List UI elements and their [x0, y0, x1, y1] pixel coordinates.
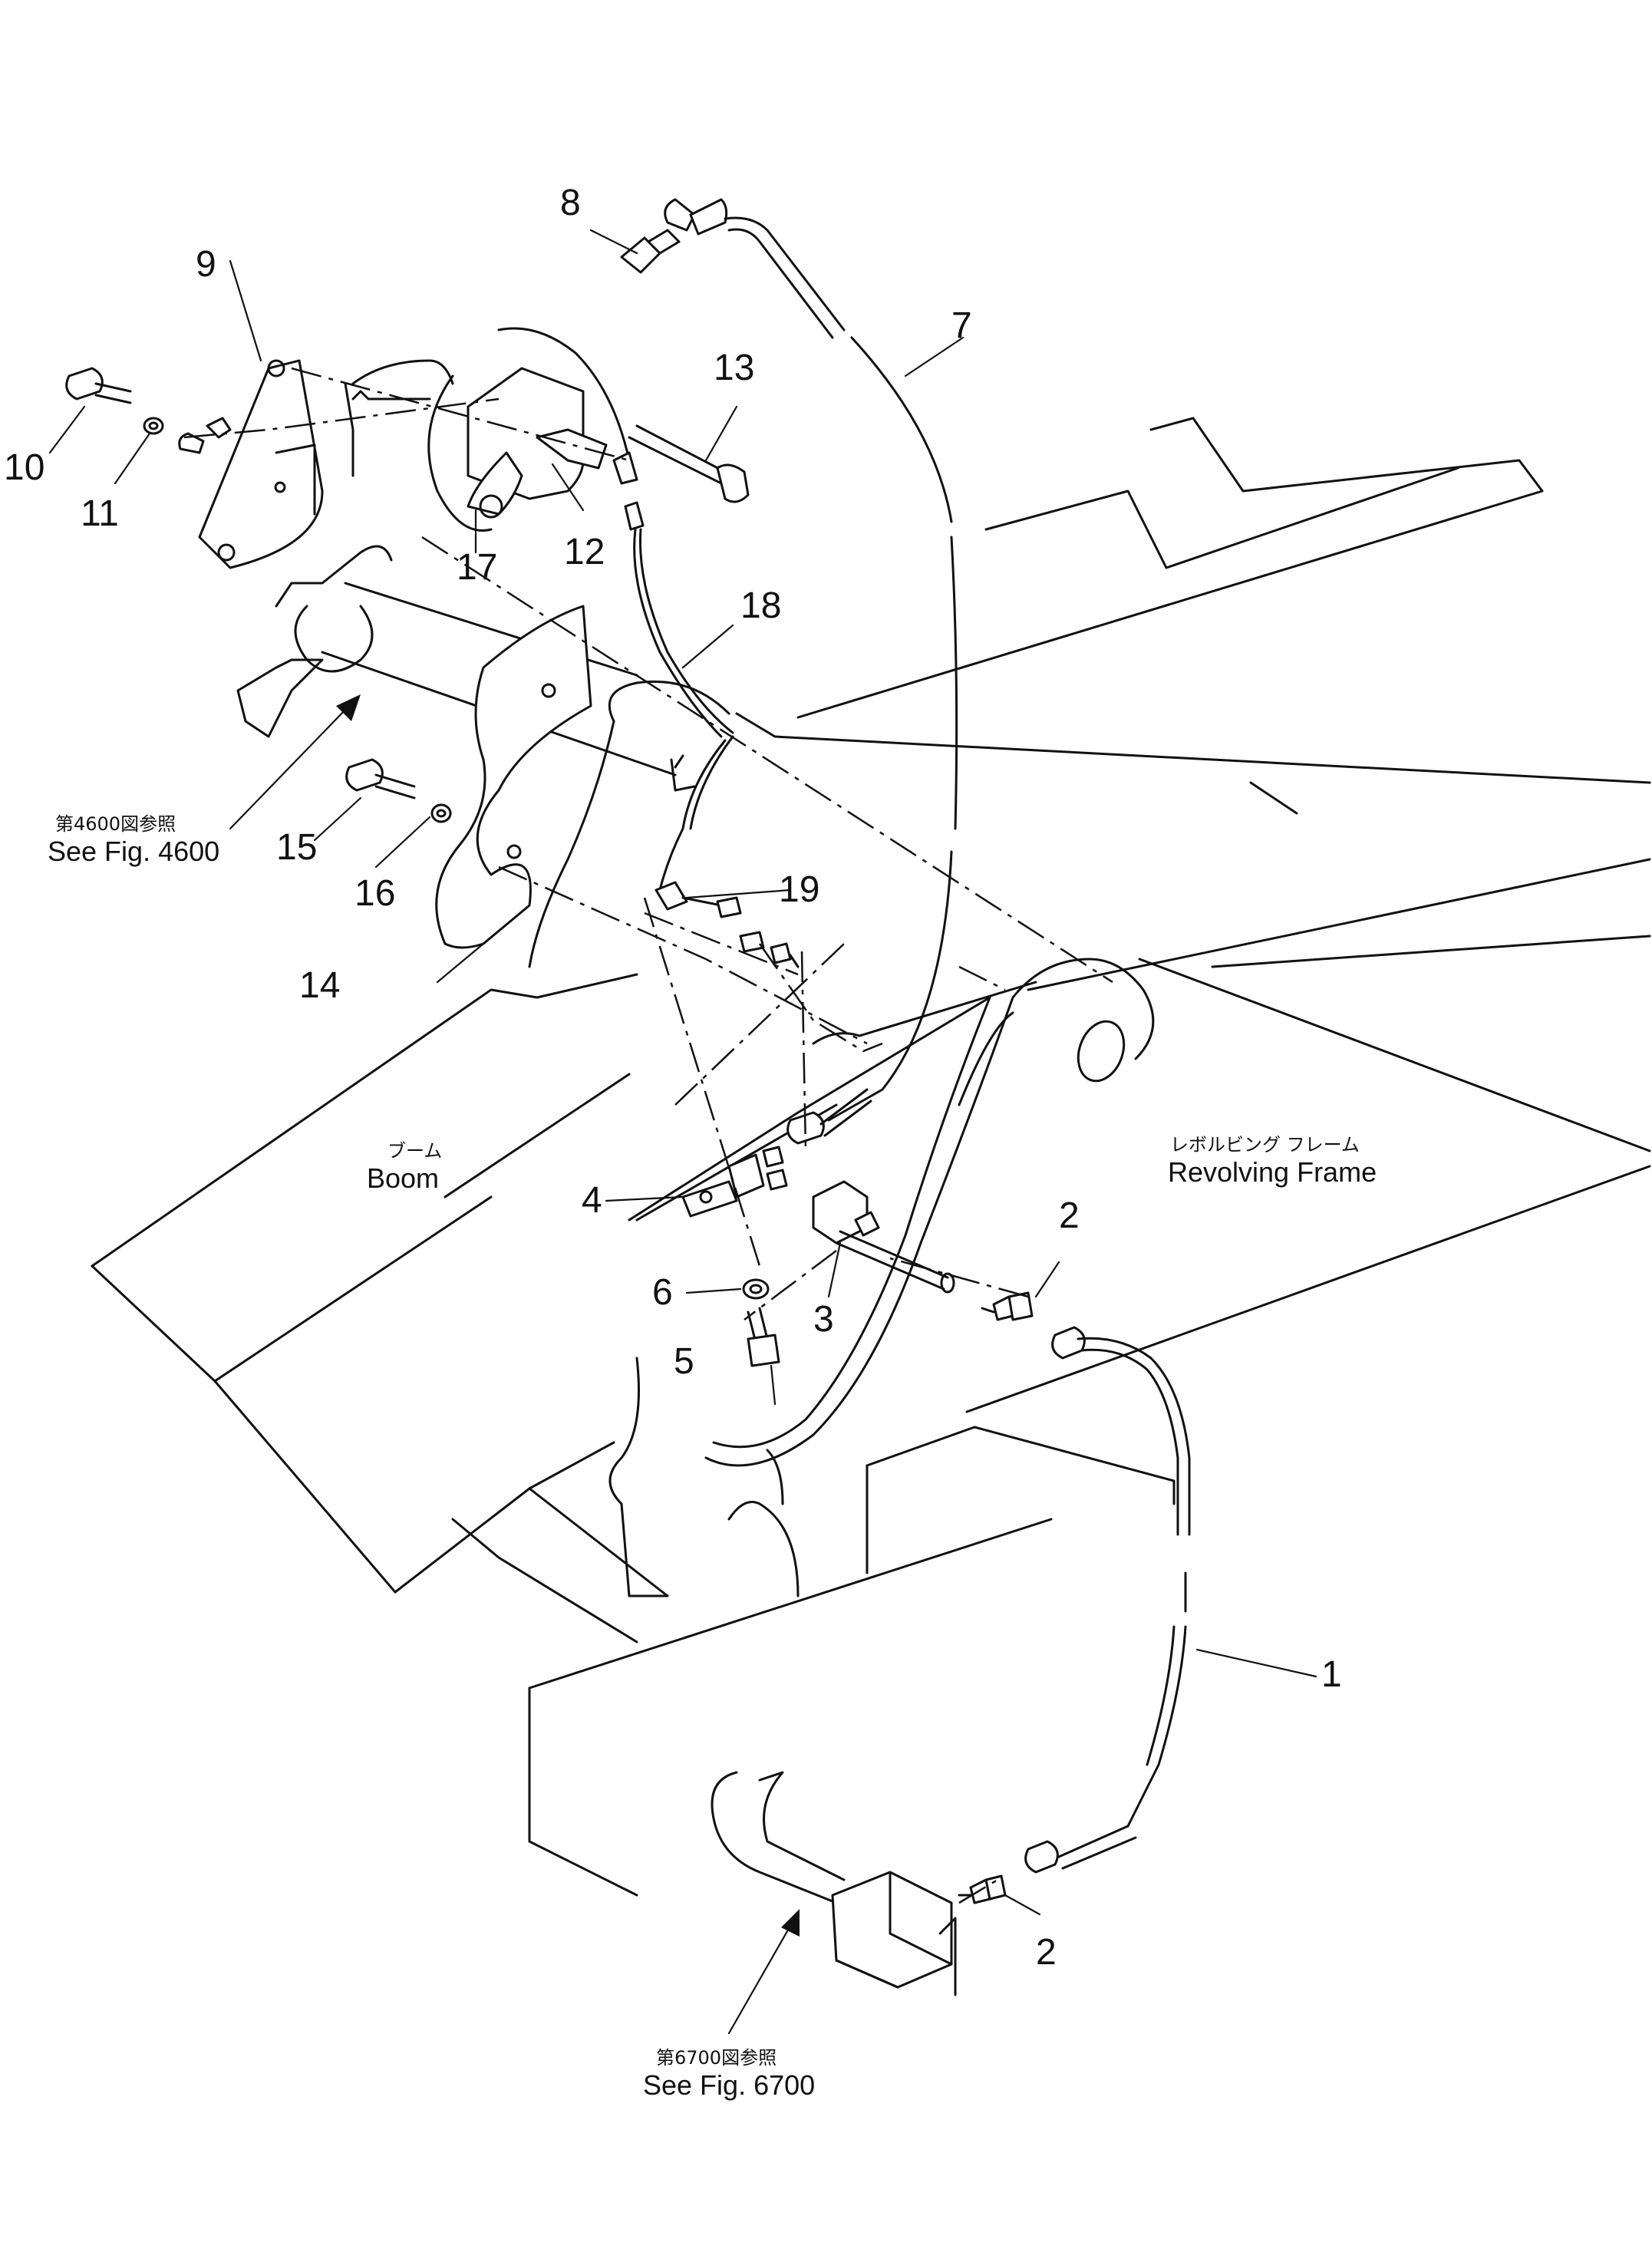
part-number-2-upper: 2 — [1059, 1195, 1080, 1236]
elbow-part-8 — [620, 229, 681, 274]
valve-part-12 — [351, 327, 631, 532]
ref-fig-6700-label-en: See Fig. 6700 — [643, 2069, 815, 2101]
adapter-part-2-upper — [981, 1291, 1034, 1321]
part-number-8: 8 — [560, 183, 581, 223]
part-number-18: 18 — [740, 585, 781, 626]
hose-part-7 — [664, 198, 958, 1145]
bolt-part-13 — [628, 424, 750, 503]
part-number-11: 11 — [81, 493, 119, 534]
part-number-15: 15 — [276, 827, 317, 868]
phantom-lines — [183, 367, 1113, 1904]
part-number-4: 4 — [582, 1180, 602, 1221]
part-number-14: 14 — [299, 965, 340, 1006]
bolt-part-15 — [345, 758, 416, 800]
bolt-part-10 — [65, 367, 132, 404]
part-number-16: 16 — [354, 873, 395, 914]
part-number-19: 19 — [779, 869, 819, 910]
washer-part-11 — [143, 417, 164, 435]
ref-fig-4600-label-jp: 第4600図参照 — [55, 813, 176, 835]
part-number-6: 6 — [652, 1272, 673, 1313]
leader-lines — [48, 229, 1317, 1916]
boom-label-jp: ブーム — [387, 1140, 442, 1162]
hose-part-1 — [1024, 1326, 1191, 1874]
washer-part-16 — [430, 803, 452, 823]
bolt-part-5 — [747, 1307, 780, 1367]
boom-foot-bracket — [528, 680, 1155, 1597]
ref-fig-4600-label-en: See Fig. 4600 — [48, 836, 219, 867]
part-number-3: 3 — [813, 1299, 834, 1340]
revolving-frame-outline — [528, 417, 1651, 1897]
part-number-12: 12 — [564, 532, 605, 572]
revolving-frame-label-jp: レボルビング フレーム — [1170, 1134, 1360, 1156]
ref-arrow-fig-4600 — [229, 694, 361, 830]
tee-part-4 — [681, 1146, 788, 1218]
part-number-17: 17 — [457, 547, 497, 588]
ref-fig-6700-label-jp: 第6700図参照 — [656, 2047, 777, 2069]
part-number-9: 9 — [196, 244, 216, 285]
nut-connector-small — [178, 417, 232, 454]
part-number-7: 7 — [951, 305, 972, 346]
washer-part-6 — [742, 1278, 770, 1300]
part-number-1: 1 — [1321, 1654, 1342, 1695]
boom-label-en: Boom — [367, 1162, 439, 1194]
ref-arrow-fig-6700 — [727, 1909, 800, 2035]
part-number-2-lower: 2 — [1036, 1932, 1057, 1973]
connector-part-19 — [655, 754, 800, 968]
plate-part-14 — [435, 605, 592, 949]
bracket-part-9 — [198, 359, 431, 569]
boom-outline — [91, 973, 838, 1644]
part-number-13: 13 — [714, 348, 754, 388]
revolving-frame-label-en: Revolving Frame — [1168, 1156, 1377, 1188]
hose-part-18 — [612, 451, 734, 892]
part-number-5: 5 — [674, 1341, 694, 1382]
lower-pipe-bracket — [711, 1771, 957, 1996]
valve-part-3 — [812, 1180, 955, 1294]
part-number-10: 10 — [4, 447, 45, 488]
